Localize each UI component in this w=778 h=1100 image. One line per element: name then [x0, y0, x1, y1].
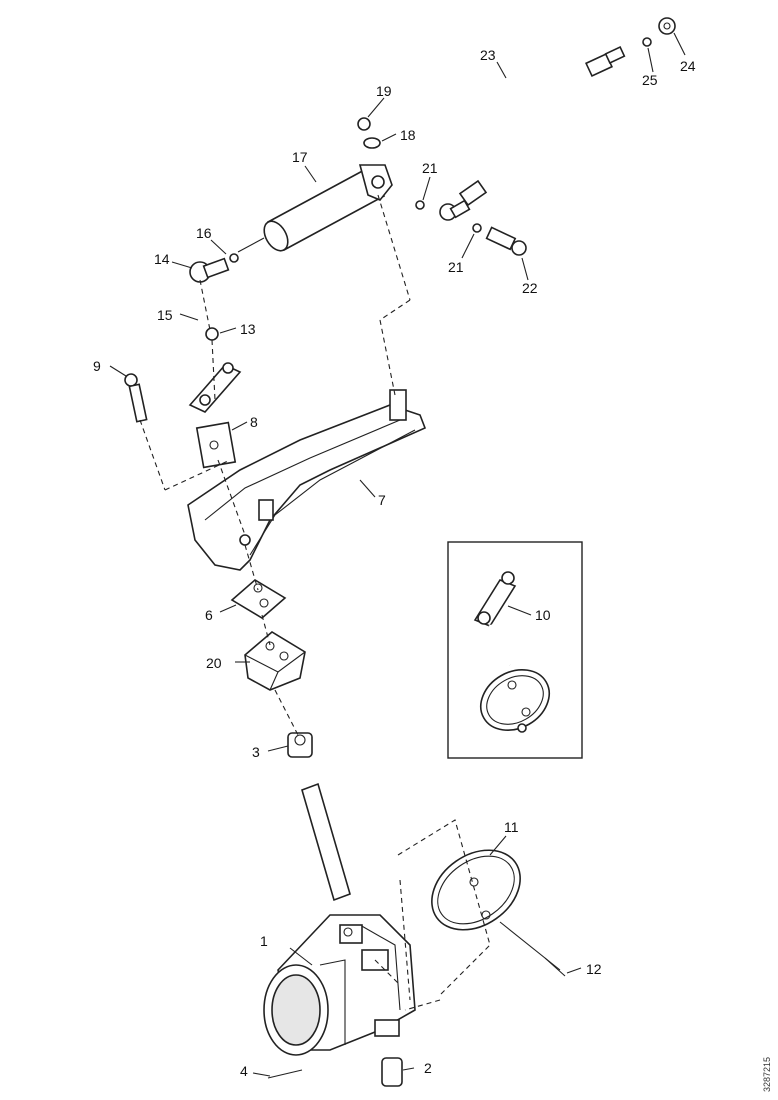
leader-lines — [109, 32, 686, 1077]
washer-25 — [642, 37, 652, 47]
washer-18 — [363, 137, 381, 149]
callout-21-upper: 21 — [422, 160, 438, 176]
block-20 — [244, 631, 306, 691]
cover-plate-11 — [431, 849, 521, 931]
bracket-7 — [187, 389, 427, 571]
callout-24: 24 — [680, 58, 696, 74]
callout-23: 23 — [480, 47, 496, 63]
pipe-23 — [458, 46, 626, 207]
push-rod — [301, 782, 351, 902]
callout-15: 15 — [157, 307, 173, 323]
banjo-fitting — [415, 199, 527, 256]
callout-9: 9 — [93, 358, 101, 374]
callout-6: 6 — [205, 607, 213, 623]
callout-20: 20 — [206, 655, 222, 671]
screw-2 — [381, 1057, 403, 1087]
callout-14: 14 — [154, 251, 170, 267]
nut-13 — [205, 327, 219, 341]
bolt-12 — [499, 921, 566, 977]
callout-13: 13 — [240, 321, 256, 337]
callout-7: 7 — [378, 492, 386, 508]
callout-16: 16 — [196, 225, 212, 241]
callout-25: 25 — [642, 72, 658, 88]
bolt-9 — [124, 373, 148, 423]
housing-1 — [263, 914, 416, 1056]
callout-17: 17 — [292, 149, 308, 165]
nut-24 — [658, 17, 676, 35]
screw-4 — [267, 1069, 303, 1079]
callout-8: 8 — [250, 414, 258, 430]
clamp-8 — [188, 362, 242, 469]
bushing-3 — [287, 732, 313, 758]
callout-22: 22 — [522, 280, 538, 296]
callout-2: 2 — [424, 1060, 432, 1076]
nut-19 — [357, 117, 371, 131]
inset-detail — [447, 541, 583, 759]
callout-21-lower: 21 — [448, 259, 464, 275]
pin-14-16 — [189, 253, 239, 283]
cylinder-17 — [237, 164, 393, 253]
callout-11: 11 — [504, 819, 519, 835]
assembly-lines — [139, 194, 491, 1011]
callout-10: 10 — [535, 607, 551, 623]
callouts: 1 2 3 4 6 7 8 9 10 11 12 13 14 15 16 17 … — [93, 47, 696, 1079]
callout-1: 1 — [260, 933, 268, 949]
callout-19: 19 — [376, 83, 392, 99]
plate-6 — [230, 579, 287, 619]
drawing-code: 3287215 — [762, 1057, 772, 1092]
callout-3: 3 — [252, 744, 260, 760]
callout-12: 12 — [586, 961, 602, 977]
callout-4: 4 — [240, 1063, 248, 1079]
callout-18: 18 — [400, 127, 416, 143]
